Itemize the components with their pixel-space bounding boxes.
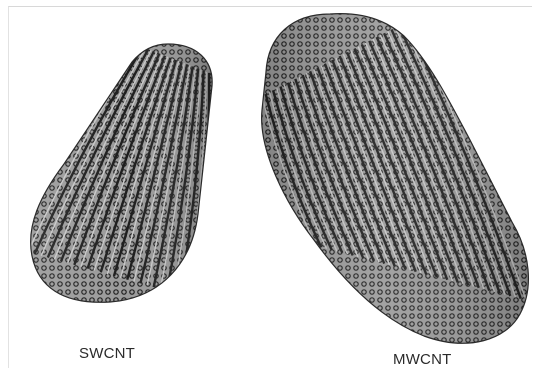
mwcnt-label: MWCNT (393, 351, 451, 368)
swcnt-tube (20, 40, 220, 310)
swcnt-label: SWCNT (79, 345, 135, 362)
mwcnt-tube (255, 10, 540, 355)
